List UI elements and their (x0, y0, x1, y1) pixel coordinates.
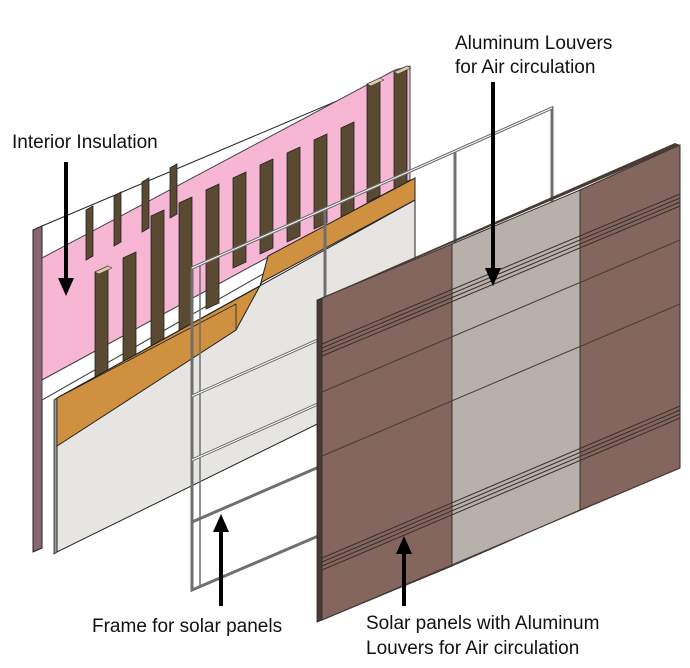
arrowhead-solar-panel (396, 536, 412, 554)
solar-panel-left (321, 243, 453, 621)
stud (205, 183, 220, 310)
stud (259, 158, 274, 255)
solar-panel-layer (316, 143, 681, 623)
louver-stripes-lower (321, 405, 681, 571)
annotation-arrows (58, 82, 501, 606)
louver-band-center (451, 189, 581, 567)
stud (286, 146, 301, 243)
stud (85, 205, 94, 261)
arrowhead-louvers (485, 268, 501, 286)
arrowhead-frame (213, 514, 229, 532)
stud (232, 171, 247, 269)
stud-top (366, 77, 385, 87)
panel-edge (316, 297, 323, 623)
label-panels-line1: Solar panels with Aluminum (366, 613, 600, 634)
stud-top (94, 265, 113, 275)
label-frame: Frame for solar panels (92, 616, 283, 637)
stud (313, 133, 328, 230)
label-louvers-line1: Aluminum Louvers (455, 33, 613, 54)
stud (393, 65, 408, 191)
louver-stripes-upper (321, 193, 681, 357)
gypsum-edge (53, 397, 58, 555)
stud-top (393, 65, 412, 75)
stud (366, 77, 381, 203)
stud (141, 177, 150, 233)
label-panels-line2: Louvers for Air circulation (366, 638, 580, 659)
panel-top-edge (317, 143, 680, 300)
stud (169, 163, 178, 219)
arrowhead-insulation (58, 278, 74, 296)
wall-edge-panel (32, 225, 43, 553)
stud (340, 121, 355, 218)
label-interior-insulation: Interior Insulation (12, 132, 158, 153)
stud (113, 191, 122, 247)
wood-studs (85, 65, 412, 392)
label-louvers-line2: for Air circulation (455, 57, 596, 78)
